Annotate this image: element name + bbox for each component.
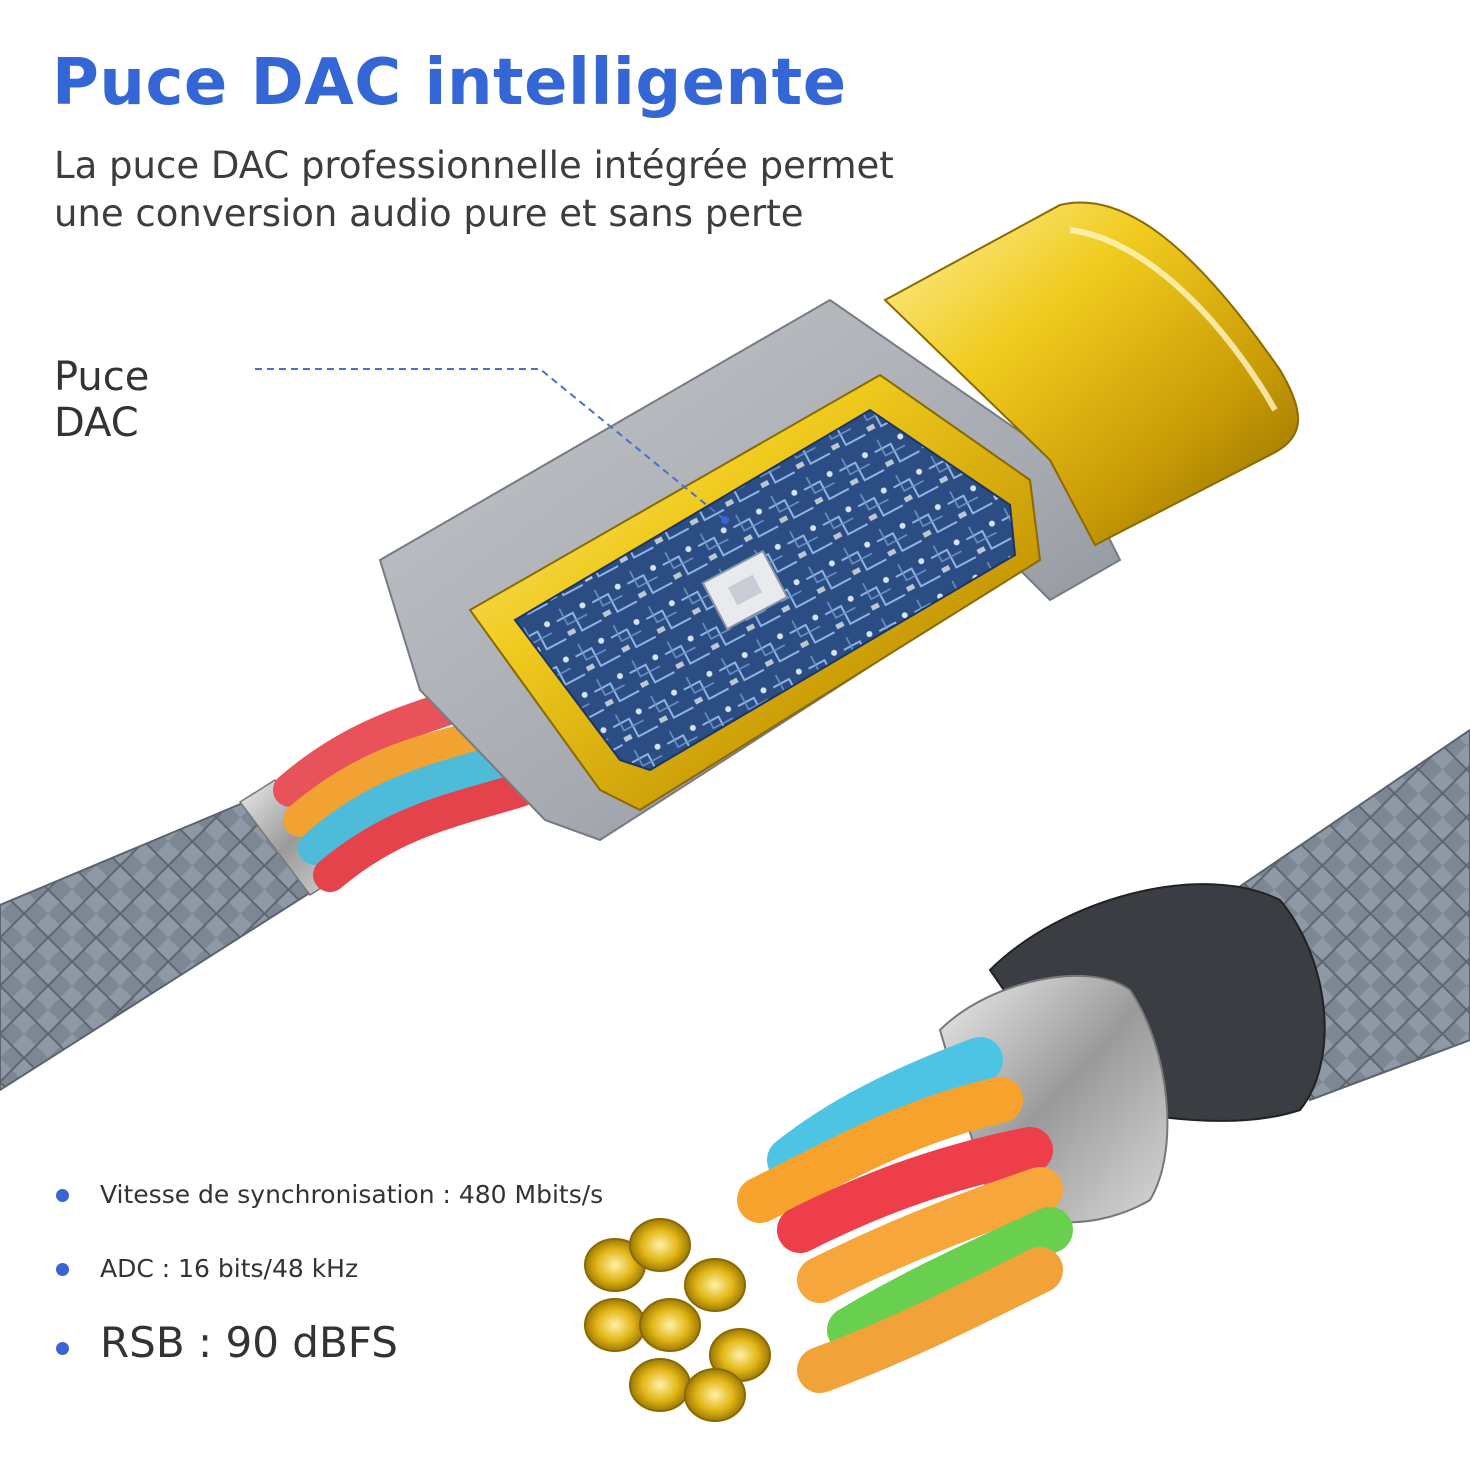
subtitle-line-1: La puce DAC professionnelle intégrée per…	[54, 144, 894, 187]
page-title: Puce DAC intelligente	[52, 46, 847, 120]
spec-text: ADC : 16 bits/48 kHz	[100, 1254, 359, 1283]
spec-text: RSB : 90 dBFS	[100, 1318, 398, 1367]
spec-text: Vitesse de synchronisation : 480 Mbits/s	[100, 1180, 604, 1209]
dot-icon	[56, 1189, 69, 1202]
subtitle-line-2: une conversion audio pure et sans perte	[54, 192, 804, 235]
callout-leader-line	[255, 368, 726, 521]
dac-chip-callout: Puce DAC	[54, 354, 149, 446]
callout-line-1: Puce	[54, 354, 150, 400]
callout-line-2: DAC	[54, 400, 139, 446]
page-subtitle: La puce DAC professionnelle intégrée per…	[54, 142, 894, 238]
dot-icon	[56, 1342, 69, 1355]
dot-icon	[56, 1263, 69, 1276]
usb-c-connector-icon	[883, 201, 1299, 547]
callout-target-dot	[721, 516, 729, 524]
